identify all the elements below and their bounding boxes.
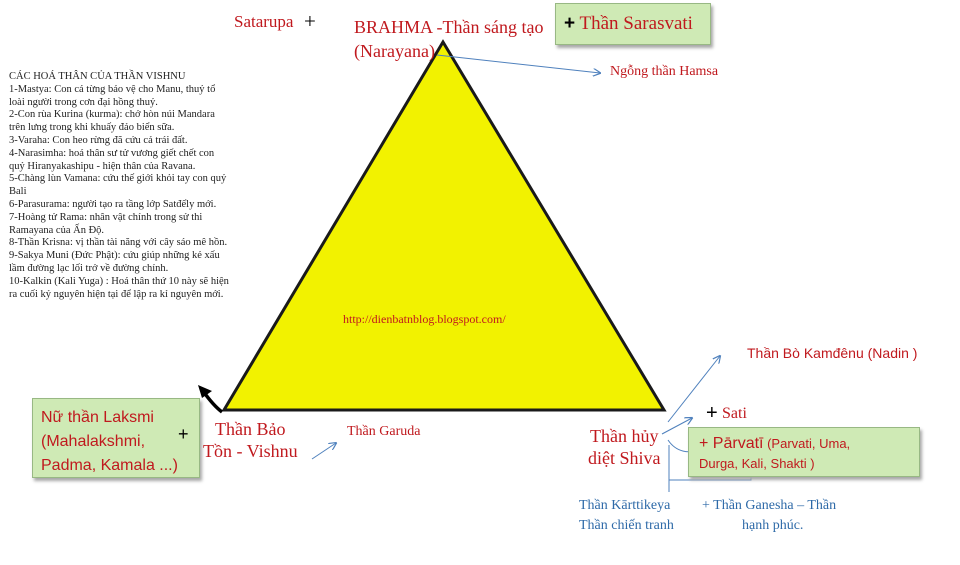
vishnu-line2: Tồn - Vishnu — [203, 441, 298, 461]
avatar-item: 2-Con rùa Kurina (kurma): chở hòn núi Ma… — [9, 109, 215, 134]
arrow-to-laksmi-head — [198, 385, 212, 398]
vishnu-label: Thần Bảo Tồn - Vishnu — [203, 418, 298, 462]
garuda-label: Thần Garuda — [347, 424, 421, 439]
sarasvati-label: Thần Sarasvati — [575, 13, 693, 34]
laksmi-line3: Padma, Kamala ...) — [41, 457, 178, 474]
avatar-item: 6-Parasurama: người tạo ra tầng lớp Satđ… — [9, 198, 217, 210]
laksmi-line1: Nữ thần Laksmi — [41, 409, 154, 426]
brahma-label: BRAHMA -Thần sáng tạo (Narayana) — [354, 15, 543, 63]
avatar-item: 1-Mastya: Con cá từng bảo vệ cho Manu, t… — [9, 83, 216, 108]
shiva-label: Thần hủy diệt Shiva — [588, 425, 661, 469]
blog-url[interactable]: http://dienbatnblog.blogspot.com/ — [343, 312, 506, 326]
avatar-item: 7-Hoàng tử Rama: nhân vật chính trong sử… — [9, 211, 203, 236]
satarupa-label: Satarupa — [234, 12, 294, 31]
avatar-item: 3-Varaha: Con heo rừng đã cứu cả trái đấ… — [9, 134, 188, 146]
vishnu-avatar-list: CÁC HOÁ THÂN CỦA THẦN VISHNU 1-Mastya: C… — [9, 71, 231, 301]
sati-plus: + — [706, 402, 718, 424]
arrow-to-hamsa — [436, 54, 600, 73]
satarupa-plus: + — [304, 9, 316, 33]
laksmi-line2: (Mahalakshmi, — [41, 433, 146, 450]
karttikeya-label: Thần Kārttikeya Thần chiến tranh — [579, 496, 674, 536]
arrow-to-sati — [661, 418, 692, 435]
kamadhenu-label: Thần Bò Kamđênu (Nadin ) — [747, 345, 918, 361]
avatar-item: 9-Sakya Muni (Đức Phật): cứu giúp những … — [9, 250, 220, 274]
ganesha-line2: hạnh phúc. — [742, 518, 804, 533]
ganesha-line1: + Thần Ganesha – Thần — [702, 498, 837, 513]
laksmi-box: Nữ thần Laksmi (Mahalakshmi, Padma, Kama… — [32, 398, 200, 478]
shiva-line2: diệt Shiva — [588, 448, 661, 468]
arrow-to-kamadhenu — [667, 356, 720, 423]
vishnu-line1: Thần Bảo — [215, 419, 286, 439]
parvati-box: + Pārvatī (Parvati, Uma, Durga, Kali, Sh… — [688, 427, 920, 477]
avatar-item: 10-Kalkin (Kali Yuga) : Hoá thân thứ 10 … — [9, 275, 229, 300]
parvati-aliases: (Parvati, Uma, — [763, 436, 851, 451]
avatar-item: 4-Narasimha: hoá thân sư tử vương giết c… — [9, 147, 215, 172]
avatar-list-heading: CÁC HOÁ THÂN CỦA THẦN VISHNU — [9, 71, 186, 82]
karttikeya-line1: Thần Kārttikeya — [579, 498, 671, 513]
parvati-line2: Durga, Kali, Shakti ) — [699, 456, 815, 471]
sarasvati-plus: + — [564, 13, 576, 34]
karttikeya-line2: Thần chiến tranh — [579, 518, 674, 533]
arrow-to-garuda — [311, 443, 336, 460]
brahma-line2: (Narayana) — [354, 41, 435, 61]
sarasvati-box: + Thần Sarasvati — [555, 3, 711, 45]
laksmi-plus: + — [178, 424, 189, 444]
shiva-line1: Thần hủy — [590, 426, 659, 446]
parvati-name: + Pārvatī — [699, 435, 764, 452]
sati-label: Sati — [722, 405, 747, 422]
brahma-line1: BRAHMA -Thần sáng tạo — [354, 17, 544, 37]
avatar-item: 5-Chàng lùn Vamana: cứu thế giới khỏi ta… — [9, 173, 227, 198]
hamsa-label: Ngỗng thần Hamsa — [610, 64, 719, 79]
avatar-item: 8-Thần Krisna: vị thần tài năng với cây … — [9, 237, 228, 249]
trimurti-triangle — [221, 39, 667, 412]
